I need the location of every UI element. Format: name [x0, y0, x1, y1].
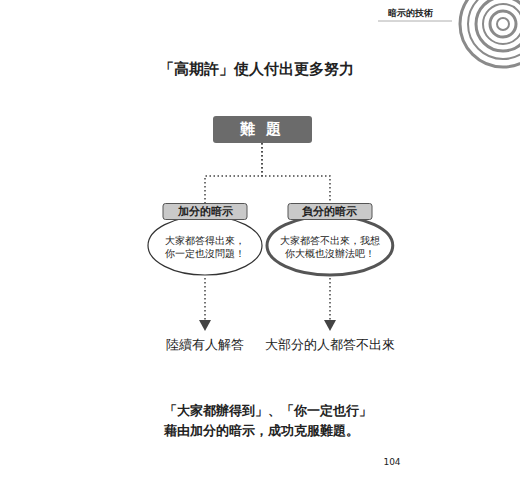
caption: 「大家都辦得到」、「你一定也行」 藉由加分的暗示，成功克服難題。	[164, 401, 376, 440]
arrow-head	[324, 320, 336, 331]
result-line	[204, 278, 206, 320]
title: 「高期許」使人付出更多努力	[159, 60, 354, 79]
suggestion-text: 大家都答得出來， 你一定也沒問題！	[162, 235, 248, 260]
box-text: 難 題	[240, 120, 284, 139]
heading-tab: 負分的暗示	[287, 203, 372, 220]
suggestion-text: 大家都答不出來，我想 你大概也沒辦法吧！	[277, 235, 383, 260]
concentric-circles	[460, 0, 520, 67]
arrow-head	[199, 320, 211, 331]
heading-tab: 加分的暗示	[163, 203, 248, 220]
result-line	[329, 278, 331, 320]
suggestion-ellipse: 負分的暗示大家都答不出來，我想 你大概也沒辦法吧！	[265, 203, 395, 277]
running-header: 暗示的技術	[388, 7, 433, 20]
dotted-connector	[262, 143, 330, 203]
header-rule	[378, 21, 452, 22]
result-arrows	[205, 278, 330, 320]
result-text: 陸續有人解答	[166, 336, 244, 354]
problem-box: 難 題	[213, 116, 312, 143]
page-number: 104	[383, 457, 400, 467]
suggestion-ellipse: 加分的暗示大家都答得出來， 你一定也沒問題！	[146, 203, 264, 277]
dotted-connector	[205, 143, 262, 203]
result-text: 大部分的人都答不出來	[265, 336, 395, 354]
